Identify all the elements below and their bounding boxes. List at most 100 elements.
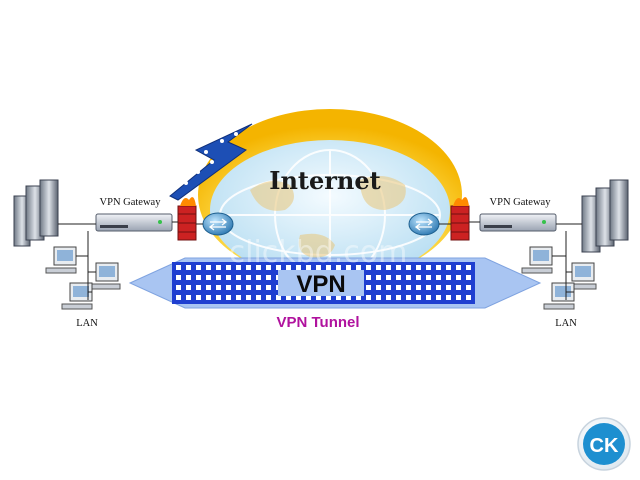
right-vpn-gateway-label: VPN Gateway xyxy=(490,197,552,208)
tunnel-pattern-square xyxy=(186,265,191,270)
tunnel-pattern-square xyxy=(416,295,421,300)
tunnel-pattern-square xyxy=(406,295,411,300)
tunnel-pattern-square xyxy=(316,295,321,300)
tunnel-pattern-square xyxy=(376,275,381,280)
tunnel-pattern-square xyxy=(236,275,241,280)
tunnel-pattern-square xyxy=(446,295,451,300)
tunnel-pattern-square xyxy=(186,285,191,290)
tunnel-pattern-square xyxy=(256,295,261,300)
tunnel-pattern-square xyxy=(206,265,211,270)
tunnel-pattern-square xyxy=(436,265,441,270)
tunnel-pattern-square xyxy=(276,295,281,300)
right-lan-workstations xyxy=(521,246,597,310)
tunnel-pattern-square xyxy=(376,295,381,300)
left-server-rack xyxy=(13,179,59,247)
tunnel-pattern-square xyxy=(226,265,231,270)
tunnel-pattern-square xyxy=(366,275,371,280)
tunnel-pattern-square xyxy=(206,275,211,280)
tunnel-pattern-square xyxy=(456,295,461,300)
internet-label: Internet xyxy=(269,166,380,195)
tunnel-pattern-square xyxy=(286,295,291,300)
tunnel-pattern-square xyxy=(216,285,221,290)
tunnel-pattern-square xyxy=(396,275,401,280)
tunnel-pattern-square xyxy=(366,265,371,270)
tunnel-pattern-square xyxy=(436,285,441,290)
left-vpn-gateway-device xyxy=(95,213,173,232)
tunnel-pattern-square xyxy=(456,265,461,270)
tunnel-pattern-square xyxy=(396,295,401,300)
tunnel-pattern-square xyxy=(236,295,241,300)
tunnel-pattern-square xyxy=(406,285,411,290)
tunnel-pattern-square xyxy=(336,265,341,270)
tunnel-pattern-square xyxy=(296,265,301,270)
tunnel-pattern-square xyxy=(426,295,431,300)
tunnel-pattern-square xyxy=(386,265,391,270)
vpn-tunnel: VPN xyxy=(128,257,542,309)
tunnel-pattern-square xyxy=(436,275,441,280)
tunnel-pattern-square xyxy=(196,295,201,300)
left-lan-workstations xyxy=(45,246,121,310)
left-vpn-gateway-label: VPN Gateway xyxy=(100,197,162,208)
internet-cloud: Internet xyxy=(198,109,462,281)
right-lan-label: LAN xyxy=(555,318,577,329)
tunnel-pattern-square xyxy=(226,285,231,290)
tunnel-pattern-square xyxy=(386,275,391,280)
tunnel-pattern-square xyxy=(326,265,331,270)
tunnel-pattern-square xyxy=(366,285,371,290)
tunnel-pattern-square xyxy=(456,285,461,290)
tunnel-pattern-square xyxy=(286,265,291,270)
tunnel-pattern-square xyxy=(356,295,361,300)
right-network-lines xyxy=(439,221,582,300)
tunnel-pattern-square xyxy=(196,265,201,270)
tunnel-pattern-square xyxy=(266,295,271,300)
tunnel-pattern-square xyxy=(236,285,241,290)
left-lan-label: LAN xyxy=(76,318,98,329)
tunnel-pattern-square xyxy=(416,265,421,270)
left-firewall-icon xyxy=(177,197,197,241)
tunnel-pattern-square xyxy=(346,295,351,300)
tunnel-pattern-square xyxy=(426,285,431,290)
tunnel-pattern-square xyxy=(466,285,471,290)
tunnel-pattern-square xyxy=(406,275,411,280)
tunnel-pattern-square xyxy=(386,285,391,290)
tunnel-pattern-square xyxy=(466,275,471,280)
vpn-label: VPN xyxy=(296,271,345,298)
tunnel-pattern-square xyxy=(206,295,211,300)
tunnel-pattern-square xyxy=(396,265,401,270)
tunnel-pattern-square xyxy=(256,285,261,290)
tunnel-pattern-square xyxy=(176,275,181,280)
left-network-lines xyxy=(58,221,203,300)
right-vpn-gateway-device xyxy=(479,213,557,232)
tunnel-pattern-square xyxy=(216,265,221,270)
tunnel-pattern-square xyxy=(246,265,251,270)
vpn-tunnel-caption: VPN Tunnel xyxy=(276,314,359,331)
tunnel-pattern-square xyxy=(446,285,451,290)
tunnel-pattern-square xyxy=(266,275,271,280)
tunnel-pattern-square xyxy=(426,265,431,270)
tunnel-pattern-square xyxy=(266,285,271,290)
tunnel-pattern-square xyxy=(416,275,421,280)
tunnel-pattern-square xyxy=(446,275,451,280)
tunnel-pattern-square xyxy=(246,285,251,290)
badge-text: CK xyxy=(590,435,619,457)
tunnel-pattern-square xyxy=(346,265,351,270)
tunnel-pattern-square xyxy=(386,295,391,300)
tunnel-pattern-square xyxy=(466,295,471,300)
tunnel-pattern-square xyxy=(226,275,231,280)
tunnel-pattern-square xyxy=(366,295,371,300)
tunnel-pattern-square xyxy=(266,265,271,270)
tunnel-pattern-square xyxy=(196,285,201,290)
tunnel-pattern-square xyxy=(196,275,201,280)
clickbd-logo-badge: CK xyxy=(577,417,631,471)
tunnel-pattern-square xyxy=(176,295,181,300)
tunnel-pattern-square xyxy=(186,295,191,300)
tunnel-pattern-square xyxy=(216,275,221,280)
tunnel-pattern-square xyxy=(216,295,221,300)
tunnel-pattern-square xyxy=(456,275,461,280)
tunnel-pattern-square xyxy=(446,265,451,270)
tunnel-pattern-square xyxy=(466,265,471,270)
left-router-icon xyxy=(202,212,234,236)
tunnel-pattern-square xyxy=(276,265,281,270)
tunnel-pattern-square xyxy=(256,265,261,270)
